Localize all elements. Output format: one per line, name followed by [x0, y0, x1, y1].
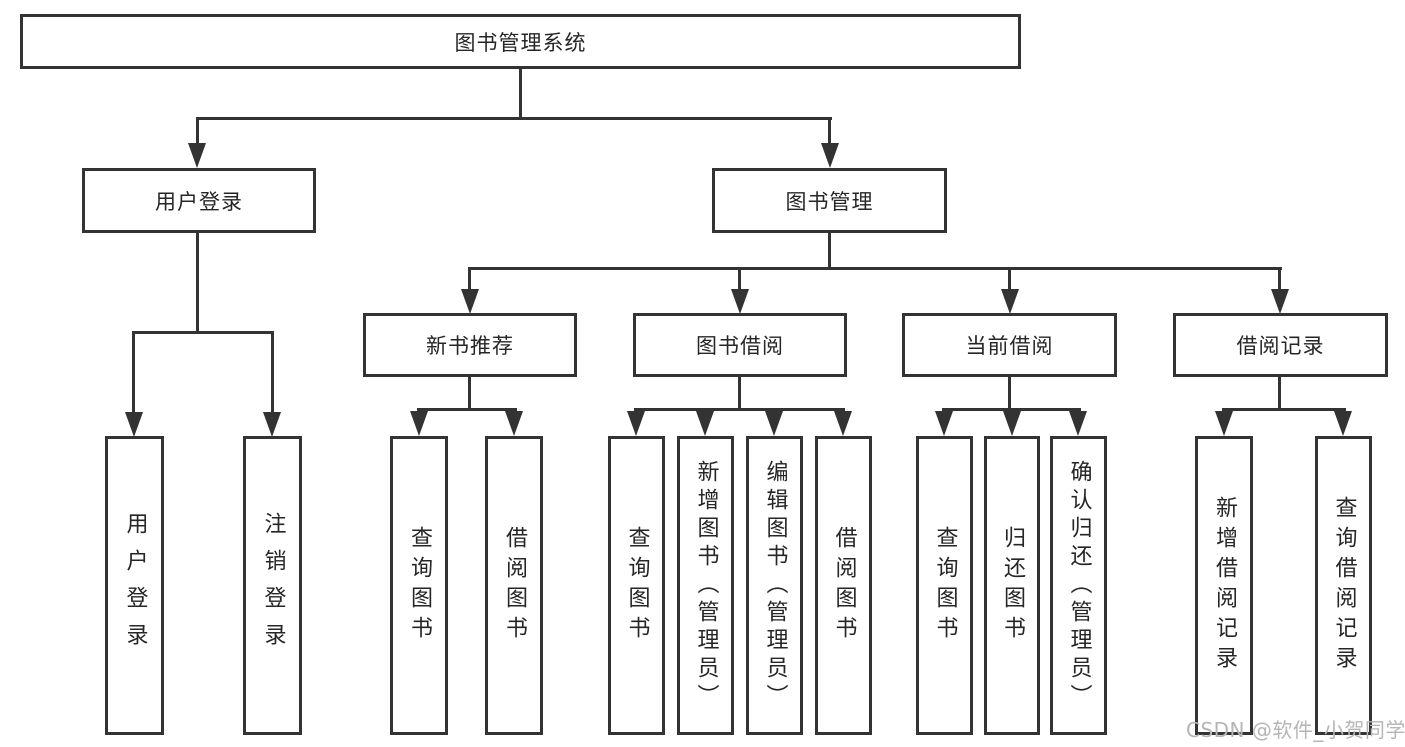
connector-to-book-management	[828, 117, 831, 145]
node-book-borrowing: 图书借阅	[633, 313, 847, 377]
arrow-down-icon	[834, 411, 852, 436]
leaf-query-books-recommend: 查询图书	[390, 436, 448, 735]
leaf-return-books-label: 归还图书	[1000, 525, 1025, 646]
node-library-management-system: 图书管理系统	[20, 14, 1021, 69]
connector-book-borrowing-stem	[738, 377, 741, 411]
connector-current-borrowing-stem	[1008, 377, 1011, 411]
arrow-down-icon	[125, 412, 143, 437]
leaf-query-books-borrowing: 查询图书	[608, 436, 665, 735]
arrow-down-icon	[410, 411, 428, 436]
csdn-watermark: CSDN @软件_小贺同学	[1186, 718, 1405, 742]
arrow-down-icon	[1271, 289, 1289, 314]
leaf-query-books-recommend-label: 查询图书	[407, 525, 432, 646]
leaf-query-borrow-record-label: 查询借阅记录	[1331, 495, 1357, 676]
arrow-down-icon	[1001, 289, 1019, 314]
leaf-borrow-books: 借阅图书	[815, 436, 872, 735]
connector-borrowing-records-bar	[1222, 408, 1346, 411]
connector-user-login-bar	[132, 331, 274, 334]
leaf-query-books-current: 查询图书	[916, 436, 973, 735]
arrow-down-icon	[1215, 411, 1233, 436]
arrow-down-icon	[188, 143, 206, 168]
connector-to-leaf-user-login	[132, 331, 135, 414]
arrow-down-icon	[505, 411, 523, 436]
connector-new-book-stem	[468, 377, 471, 411]
arrow-down-icon	[1069, 411, 1087, 436]
arrow-down-icon	[731, 289, 749, 314]
connector-root-bar	[196, 117, 832, 120]
connector-book-management-stem	[828, 233, 831, 270]
connector-new-book-bar	[417, 408, 517, 411]
arrow-down-icon	[627, 411, 645, 436]
leaf-borrow-books-recommend: 借阅图书	[485, 436, 543, 735]
arrow-down-icon	[935, 411, 953, 436]
connector-to-user-login	[196, 117, 199, 145]
connector-user-login-stem	[196, 233, 199, 334]
arrow-down-icon	[821, 143, 839, 168]
connector-current-borrowing-bar	[942, 408, 1081, 411]
node-new-book-recommendation: 新书推荐	[363, 313, 577, 377]
connector-book-management-bar	[468, 267, 1282, 270]
arrow-down-icon	[765, 411, 783, 436]
arrow-down-icon	[461, 289, 479, 314]
leaf-logout: 注销登录	[243, 436, 302, 735]
node-borrowing-records: 借阅记录	[1173, 313, 1388, 377]
leaf-query-borrow-record: 查询借阅记录	[1315, 436, 1372, 735]
leaf-borrow-books-label: 借阅图书	[831, 525, 857, 646]
node-user-login: 用户登录	[82, 168, 316, 233]
leaf-add-borrow-record-label: 新增借阅记录	[1212, 495, 1237, 676]
connector-to-current-borrowing	[1008, 267, 1011, 292]
leaf-add-books-admin-label: 新增图书（管理员）	[693, 459, 719, 712]
leaf-query-books-current-label: 查询图书	[932, 525, 958, 646]
leaf-confirm-return-admin: 确认归还（管理员）	[1050, 436, 1107, 735]
leaf-edit-books-admin-label: 编辑图书（管理员）	[762, 459, 788, 712]
leaf-add-borrow-record: 新增借阅记录	[1195, 436, 1253, 735]
connector-to-leaf-logout	[271, 331, 274, 414]
arrow-down-icon	[263, 412, 281, 437]
node-current-borrowing: 当前借阅	[902, 313, 1117, 377]
connector-to-book-borrowing	[738, 267, 741, 292]
leaf-borrow-books-recommend-label: 借阅图书	[502, 525, 527, 646]
arrow-down-icon	[1003, 411, 1021, 436]
leaf-return-books: 归还图书	[984, 436, 1040, 735]
leaf-logout-label: 注销登录	[260, 511, 286, 660]
arrow-down-icon	[1334, 411, 1352, 436]
leaf-add-books-admin: 新增图书（管理员）	[677, 436, 734, 735]
leaf-query-books-borrowing-label: 查询图书	[624, 525, 650, 646]
node-book-management: 图书管理	[712, 168, 947, 233]
connector-to-new-book	[468, 267, 471, 292]
connector-book-borrowing-bar	[634, 408, 845, 411]
leaf-edit-books-admin: 编辑图书（管理员）	[746, 436, 803, 735]
connector-root-stem	[519, 69, 522, 117]
connector-to-borrowing-records	[1278, 267, 1281, 292]
leaf-confirm-return-admin-label: 确认归还（管理员）	[1066, 459, 1092, 712]
leaf-user-login: 用户登录	[105, 436, 164, 735]
connector-borrowing-records-stem	[1278, 377, 1281, 411]
arrow-down-icon	[696, 411, 714, 436]
leaf-user-login-label: 用户登录	[122, 511, 148, 660]
